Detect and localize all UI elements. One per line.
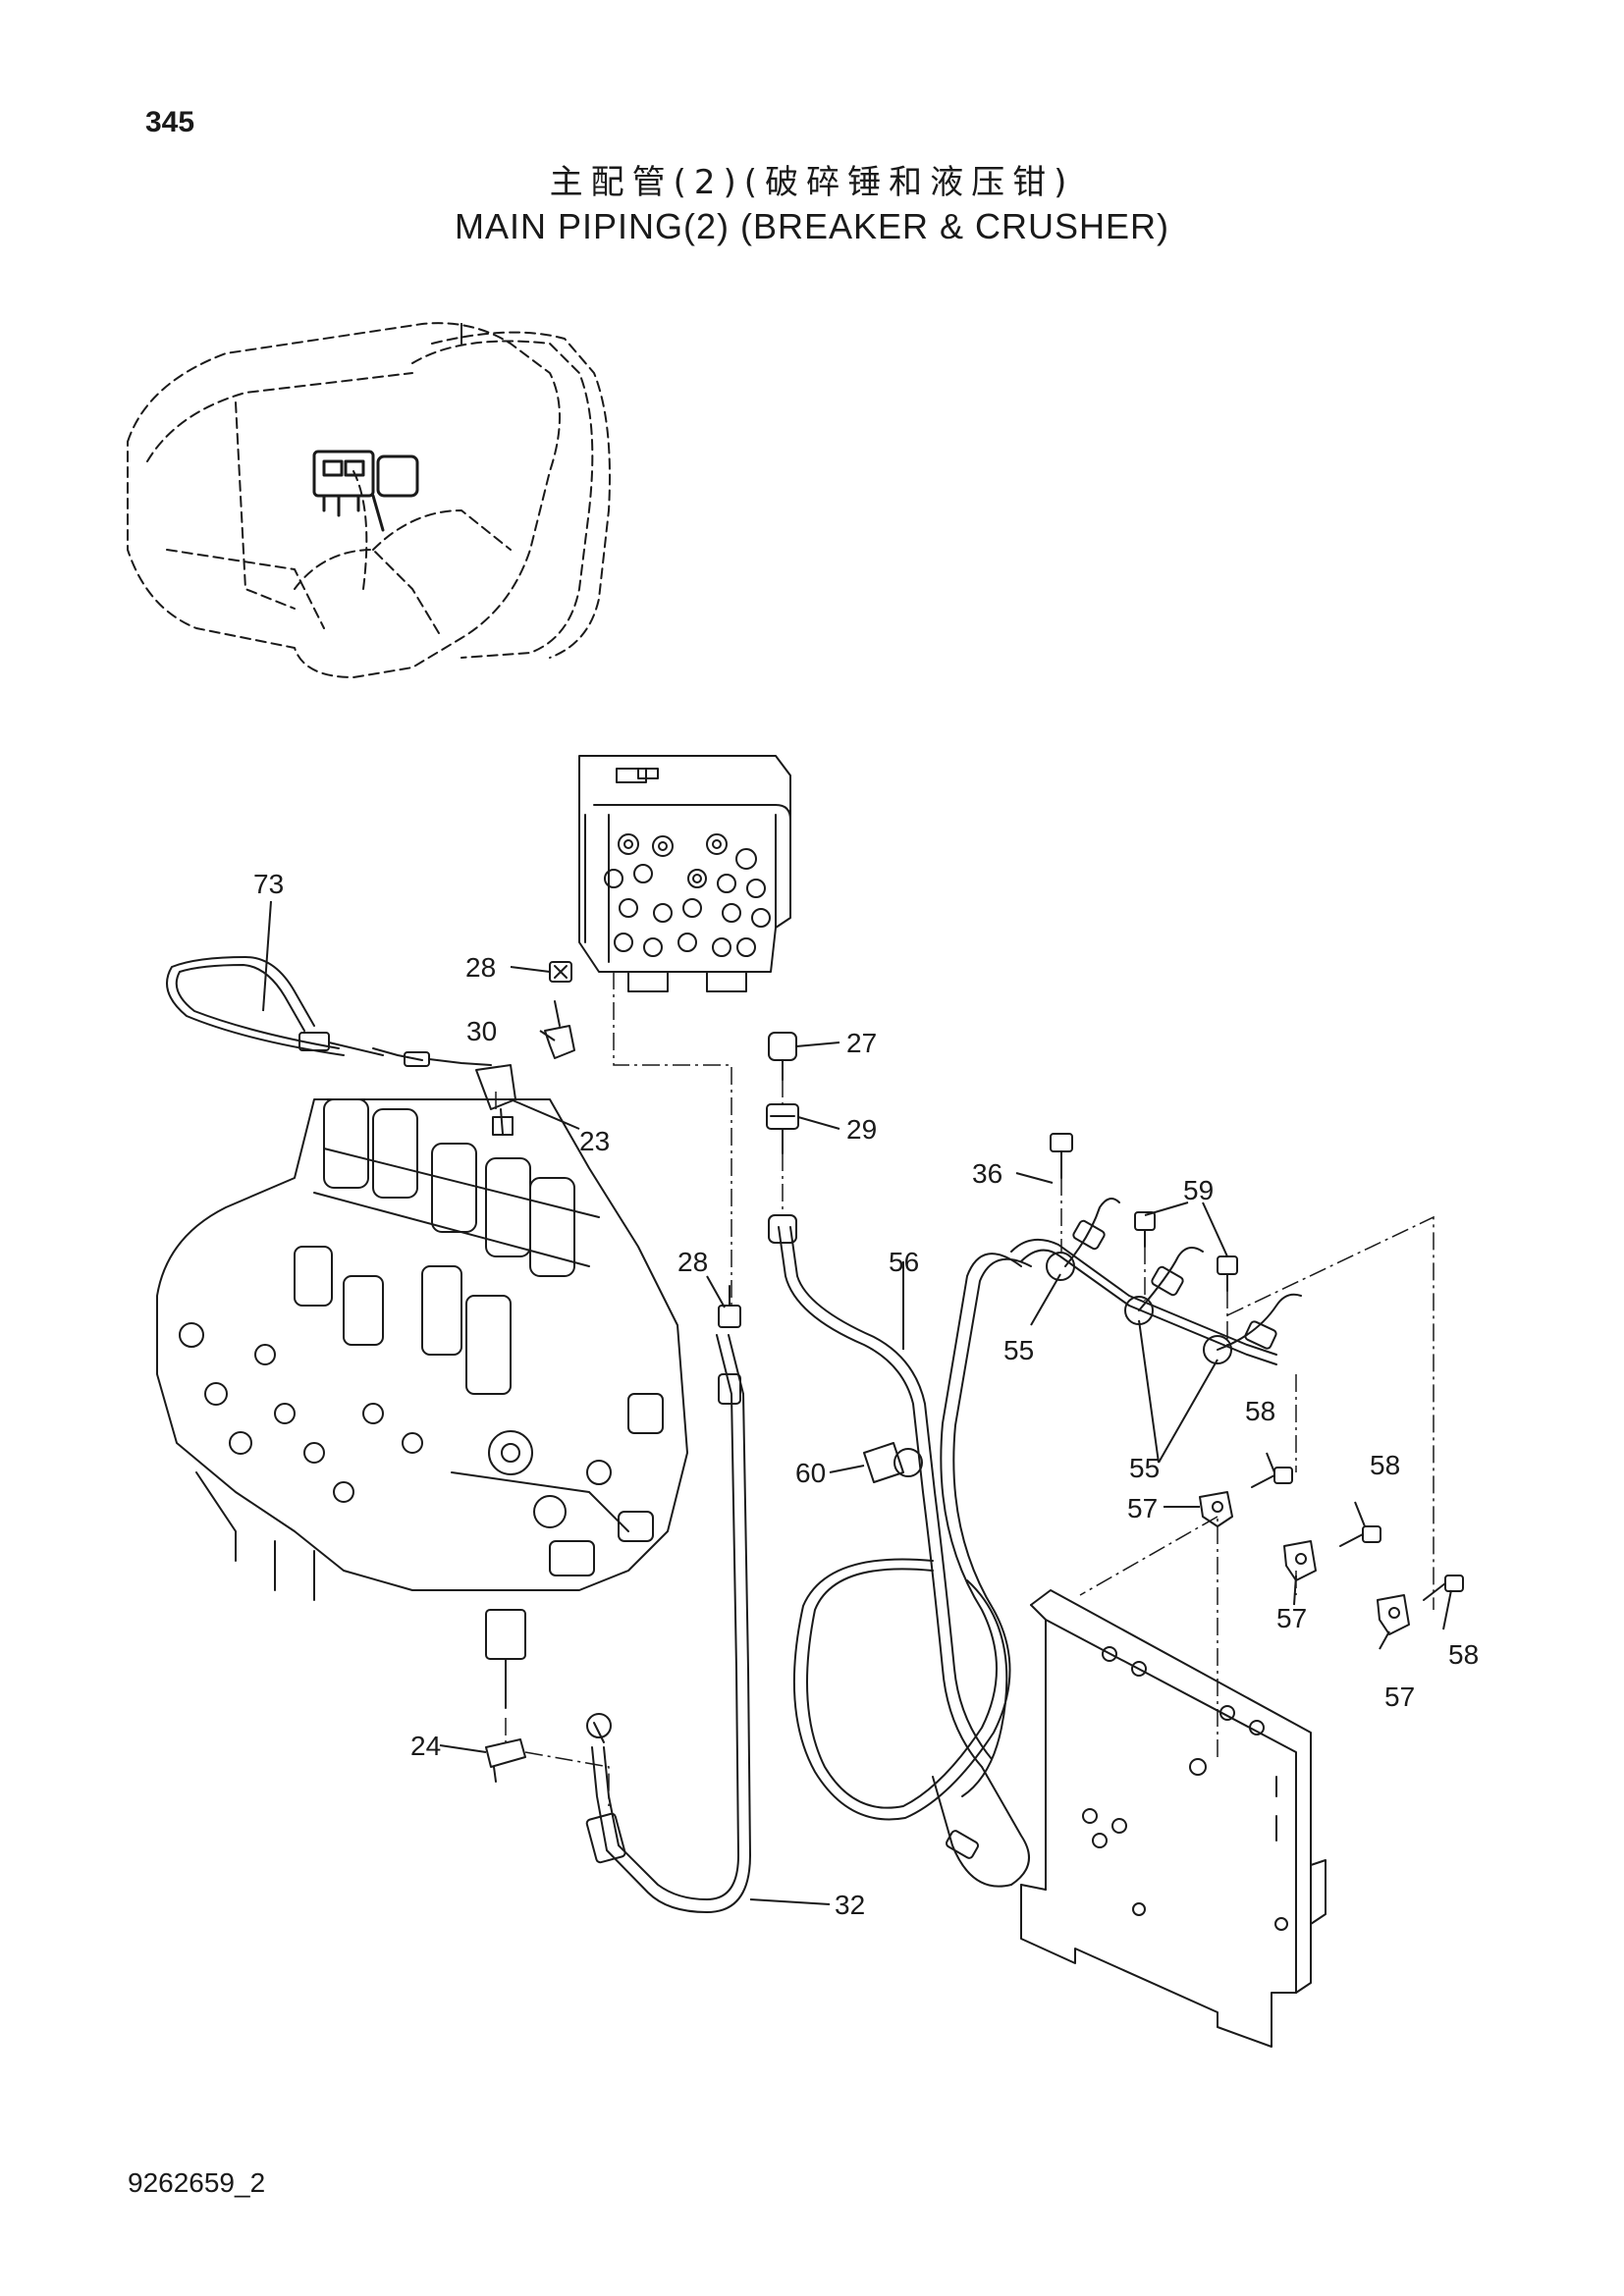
callout-57-a: 57	[1127, 1493, 1158, 1523]
callout-57-b: 57	[1276, 1603, 1307, 1633]
callout-labels: 73 28 30 27 23 29 59 36 28 56 55 55 58 6…	[253, 869, 1479, 1920]
sensor-harness-55	[1010, 1198, 1302, 1365]
solenoid-valve-block	[578, 755, 791, 992]
fitting-29	[766, 1103, 799, 1154]
callout-24: 24	[410, 1731, 441, 1761]
overview-valve-highlight	[312, 323, 462, 532]
bolt-58-b	[1339, 1525, 1381, 1547]
callout-27: 27	[846, 1028, 877, 1058]
elbow-30	[544, 1000, 575, 1059]
bolts-59	[1134, 1211, 1238, 1292]
callout-58-a: 58	[1245, 1396, 1275, 1426]
callout-29: 29	[846, 1114, 877, 1145]
callout-28-lower: 28	[677, 1247, 708, 1277]
callout-58-c: 58	[1448, 1639, 1479, 1670]
callout-32: 32	[835, 1890, 865, 1920]
control-valve	[156, 1098, 688, 1709]
fitting-27	[768, 1032, 797, 1081]
bracket-57-a	[1199, 1491, 1233, 1527]
hose-73	[166, 956, 492, 1067]
clamp-60	[863, 1442, 923, 1483]
fitting-24	[485, 1738, 526, 1783]
callout-36: 36	[972, 1158, 1002, 1189]
hose-harness	[792, 1253, 1032, 1888]
callout-28-upper: 28	[465, 952, 496, 983]
callout-55-lower: 55	[1129, 1453, 1160, 1483]
callout-23: 23	[579, 1126, 610, 1156]
callout-73: 73	[253, 869, 284, 899]
mounting-plate	[1020, 1589, 1326, 2048]
callout-57-c: 57	[1384, 1682, 1415, 1712]
bracket-57-b	[1283, 1540, 1317, 1581]
leader-lines	[262, 900, 1452, 1905]
fitting-28-lower	[718, 1285, 741, 1328]
title-english: MAIN PIPING(2) (BREAKER & CRUSHER)	[454, 206, 1170, 246]
bolt-58-c	[1423, 1575, 1464, 1601]
bracket-57-c	[1377, 1594, 1410, 1635]
title-chinese: 主配管(2)(破碎锤和液压钳)	[549, 163, 1075, 202]
callout-55-left: 55	[1003, 1335, 1034, 1365]
valve-fittings	[604, 833, 771, 957]
callout-59: 59	[1183, 1175, 1214, 1205]
hose-56	[768, 1214, 993, 1768]
machine-overview	[127, 322, 611, 678]
document-id: 9262659_2	[128, 2167, 266, 2198]
bolt-36	[1050, 1133, 1073, 1179]
callout-58-b: 58	[1370, 1450, 1400, 1480]
bolt-58-a	[1251, 1467, 1293, 1488]
hose-32	[585, 1334, 751, 1913]
callout-56: 56	[889, 1247, 919, 1277]
callout-60: 60	[795, 1458, 826, 1488]
page-number: 345	[145, 106, 195, 138]
fitting-28-upper	[549, 961, 572, 983]
callout-30: 30	[466, 1016, 497, 1046]
